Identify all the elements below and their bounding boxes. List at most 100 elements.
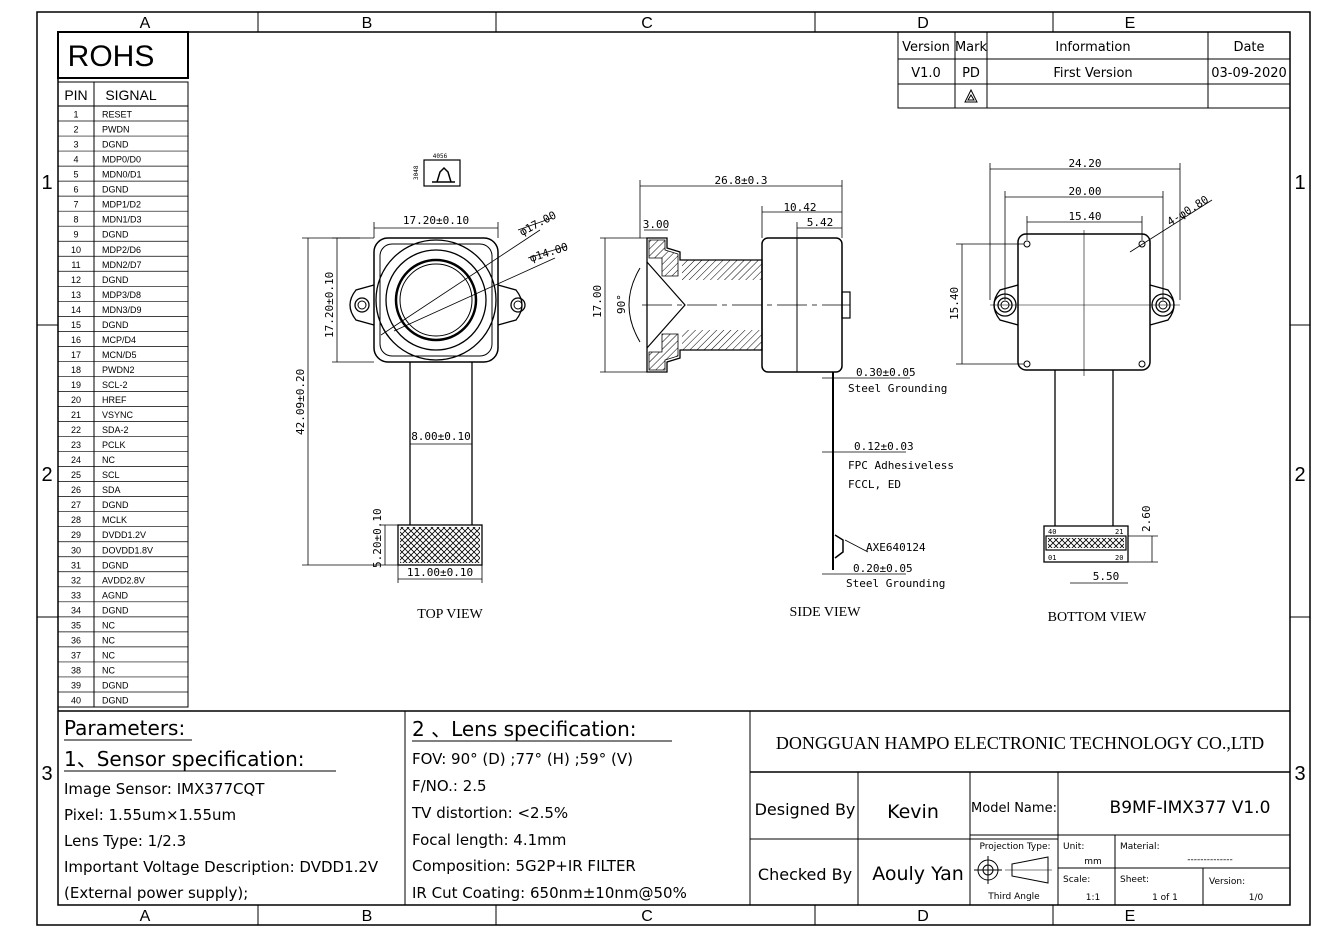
rev-version: V1.0 [911, 66, 941, 81]
dim-bottom-h2: 2.60 [1140, 506, 1153, 533]
model-name: B9MF-IMX377 V1.0 [1110, 798, 1271, 818]
dim-thickness-2: 0.12±0.03 [854, 440, 914, 453]
rev-header-info: Information [1055, 40, 1130, 55]
pin-01: 01 [1048, 554, 1056, 562]
lens-glass [394, 258, 478, 342]
revision-triangle-icon [964, 88, 978, 103]
pin-20: 20 [1115, 554, 1123, 562]
pin-number: 34 [71, 605, 81, 615]
side-view-text: 26.8±0.3 10.42 5.42 3.00 17.00 90° 0.30±… [591, 174, 954, 620]
dim-side-3: 3.00 [643, 218, 670, 231]
bottom-view-label: BOTTOM VIEW [1048, 610, 1147, 625]
pin-signal: DGND [102, 140, 129, 150]
dim-fpc-width: 8.00±0.10 [411, 430, 471, 443]
pin-signal: PCLK [102, 440, 126, 450]
pin-number: 5 [73, 170, 78, 180]
projection-label: Projection Type: [979, 842, 1050, 852]
pin-number: 19 [71, 380, 81, 390]
version-label: Version: [1209, 877, 1245, 887]
pin-40: 40 [1048, 528, 1056, 536]
version-value: 1/0 [1249, 893, 1264, 903]
dim-connector-width: 5.50 [1093, 570, 1120, 583]
signal-header: SIGNAL [105, 87, 157, 103]
pin-signal: DGND [102, 500, 129, 510]
rohs-label: ROHS [68, 40, 155, 73]
dim-holes: 4-φ0.80 [1165, 193, 1211, 229]
pin-number: 33 [71, 590, 81, 600]
pin-signal: DGND [102, 696, 129, 706]
pin-signal: DGND [102, 230, 129, 240]
frame-labels: A B C D E A B C D E 1 2 3 1 2 3 [41, 15, 1305, 925]
pin-number: 28 [71, 515, 81, 525]
top-view [302, 159, 568, 583]
checker-name: Aouly Yan [872, 863, 964, 885]
pin-signal: NC [102, 635, 115, 645]
dim-top-height: 17.20±0.10 [323, 272, 336, 338]
checked-by-label: Checked By [758, 865, 852, 884]
connector-part: AXE640124 [866, 541, 926, 554]
pin-signal: MCP/D4 [102, 335, 136, 345]
material-label: Material: [1120, 842, 1160, 852]
rev-header-version: Version [902, 40, 950, 55]
dim-total-length: 42.09±0.20 [294, 369, 307, 435]
pin-signal: DGND [102, 560, 129, 570]
pin-number: 1 [73, 110, 78, 120]
pin-header: PIN [64, 87, 87, 103]
lens-barrel [375, 239, 497, 361]
sensor-line: (External power supply); [64, 884, 248, 902]
pin-signal: HREF [102, 395, 127, 405]
pin-signal: MDP3/D8 [102, 290, 141, 300]
pin-number: 14 [71, 305, 81, 315]
dim-side-total: 26.8±0.3 [715, 174, 768, 187]
pin-signal: PWDN [102, 125, 130, 135]
revision-table: Version Mark Information Date V1.0 PD Fi… [897, 31, 1291, 109]
rev-date: 03-09-2020 [1211, 66, 1287, 81]
pin-signal: DGND [102, 185, 129, 195]
pin-number: 30 [71, 545, 81, 555]
sheet-value: 1 of 1 [1152, 893, 1178, 903]
pin-number: 12 [71, 275, 81, 285]
pin-number: 36 [71, 635, 81, 645]
pin-number: 9 [73, 230, 78, 240]
dim-thickness-1: 0.30±0.05 [856, 366, 916, 379]
pin-signal: DOVDD1.8V [102, 545, 153, 555]
top-view-label: TOP VIEW [417, 607, 483, 622]
pin-signal: AGND [102, 590, 129, 600]
pin-number: 2 [73, 125, 78, 135]
pin-number: 16 [71, 335, 81, 345]
pin-number: 37 [71, 650, 81, 660]
col-label: D [917, 15, 929, 32]
pin-signal: MCN/D5 [102, 350, 137, 360]
note-steel-1: Steel Grounding [848, 382, 947, 395]
bottom-view [956, 163, 1213, 584]
col-label: B [362, 15, 373, 32]
label-dim-b: 3048 [413, 165, 420, 180]
pin-signal: SDA [102, 485, 121, 495]
mount-hole-left [354, 297, 370, 313]
dim-fov-angle: 90° [615, 294, 628, 314]
rev-info: First Version [1053, 66, 1132, 81]
pin-signal: NC [102, 455, 115, 465]
dim-bottom-w2: 20.00 [1068, 185, 1101, 198]
mount-hole-right [510, 297, 526, 313]
label-dim-a: 4056 [433, 153, 448, 160]
pin-signal: MDP0/D0 [102, 155, 141, 165]
dim-side-height: 17.00 [591, 285, 604, 318]
rev-mark: PD [962, 66, 980, 81]
pin-number: 13 [71, 290, 81, 300]
pin-number: 23 [71, 440, 81, 450]
lens-line: Focal length: 4.1mm [412, 831, 566, 849]
dim-bottom-w1: 24.20 [1068, 157, 1101, 170]
dim-side-1: 10.42 [783, 201, 816, 214]
pin-signal: DGND [102, 320, 129, 330]
pin-signal: DGND [102, 275, 129, 285]
pin-signal: DGND [102, 605, 129, 615]
pin-number: 10 [71, 245, 81, 255]
pin-signal: DGND [102, 680, 129, 690]
row-label: 1 [1294, 172, 1305, 194]
row-label: 2 [1294, 464, 1305, 486]
dim-bottom-w3: 15.40 [1068, 210, 1101, 223]
pin-signal: MDN2/D7 [102, 260, 142, 270]
pin-signal: MDP1/D2 [102, 200, 141, 210]
